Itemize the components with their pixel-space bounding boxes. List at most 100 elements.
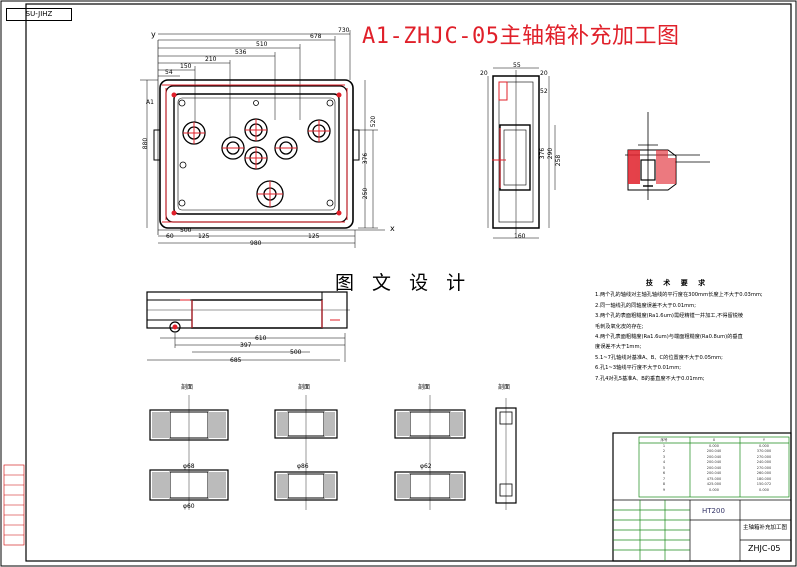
table-cell: 200.040 [706, 449, 722, 453]
dim-left-880: 880 [142, 137, 150, 150]
table-header-cell: 序号 [660, 438, 668, 442]
section-view-red-marks [172, 299, 340, 330]
x-axis-label: x [390, 224, 395, 233]
dim-top-678: 678 [310, 33, 322, 40]
dim-section-610: 610 [255, 335, 267, 342]
dim-side-160: 160 [514, 233, 526, 240]
dim-top-510: 510 [256, 41, 268, 48]
table-cell: 200.040 [706, 454, 722, 459]
dim-bottom-125a: 125 [198, 233, 210, 240]
table-cell: 9 [662, 487, 666, 492]
table-cell: 7 [662, 476, 666, 481]
tech-item: 2.同一轴线孔的同轴度误差不大于0.01mm; [595, 302, 696, 309]
dim-bottom-125b: 125 [308, 233, 320, 240]
small-section-1 [149, 395, 229, 510]
table-cell: 5 [662, 465, 666, 470]
dim-top-150: 150 [180, 63, 192, 70]
dim-side-20a: 20 [480, 70, 488, 77]
hole-table: 序号 X Y 1 0.000 0.000 2 200.040 370.000 3 200.… [639, 438, 789, 493]
table-cell: 370.000 [756, 449, 772, 453]
table-cell: 2 [662, 449, 666, 453]
side-view-red-marks [492, 81, 508, 188]
dim-side-376: 376 [539, 147, 547, 160]
table-cell: 0.000 [758, 487, 770, 492]
table-header-cell: Y [762, 438, 766, 442]
hole-dim-3: φ62 [420, 463, 432, 470]
table-cell: 200.040 [706, 460, 722, 464]
drawing-code-label: ZHJC-05 [748, 544, 781, 553]
table-cell: 180.000 [756, 476, 772, 481]
front-view-red-marks [162, 84, 348, 223]
front-view [140, 30, 385, 248]
table-row: 1 0.000 0.000 [639, 444, 789, 450]
table-cell: 425.000 [706, 482, 722, 486]
dim-right-250: 250 [362, 187, 370, 200]
table-cell: 200.040 [706, 465, 722, 470]
tech-heading: 技 术 要 求 [645, 279, 710, 287]
small-section-2 [274, 395, 338, 510]
dim-side-55: 55 [513, 62, 521, 69]
table-cell: 1 [662, 443, 666, 448]
table-row: 6 200.040 260.000 [639, 471, 789, 477]
tech-item: 6.孔1~3轴线平行度不大于0.01mm; [595, 365, 681, 372]
table-cell: 3 [662, 454, 666, 459]
table-cell: 260.000 [756, 471, 772, 475]
view-label-4: 剖面 [498, 384, 511, 391]
hole-dim-2: φ86 [297, 463, 309, 470]
detail-view [625, 112, 710, 200]
view-label-2: 剖面 [298, 384, 311, 391]
table-row: 4 200.040 240.000 [639, 460, 789, 466]
hole-table-header: 序号 X Y [639, 438, 789, 444]
dim-side-290: 290 [547, 147, 555, 160]
code-tag: SU-JIHZ [6, 8, 72, 21]
dim-bottom-500: 500 [180, 227, 192, 234]
table-cell: 475.000 [706, 476, 722, 481]
hole-dim-1: φ68 [183, 463, 195, 470]
drawing-title: A1-ZHJC-05主轴箱补充加工图 [362, 24, 680, 49]
y-axis-label: y [151, 30, 156, 39]
tech-item: 度误差不大于1mm; [595, 344, 642, 351]
material-label: HT200 [702, 507, 725, 515]
table-cell: 8 [662, 482, 666, 486]
side-view [487, 67, 556, 239]
title-block [612, 432, 792, 562]
tech-item: 5.1~7孔轴线对基准A、B、C的位置度不大于0.05mm; [595, 354, 723, 361]
table-row: 3 200.040 270.000 [639, 455, 789, 461]
dim-bottom-980: 980 [250, 240, 262, 247]
table-header-cell: X [712, 438, 716, 442]
table-cell: 0.000 [708, 487, 720, 492]
table-cell: 6 [662, 471, 666, 475]
dim-side-258: 258 [555, 154, 563, 167]
view-label-1: 剖面 [181, 384, 194, 391]
tech-item: 毛刺及氧化皮的存在; [595, 323, 644, 330]
dim-right-520: 520 [370, 115, 378, 128]
table-cell: 4 [662, 460, 666, 464]
dim-section-685: 685 [230, 357, 242, 364]
table-row: 7 475.000 180.000 [639, 477, 789, 483]
view-label-3: 剖面 [418, 384, 431, 391]
tech-item: 7.孔4对孔5基准A、B的垂直度不大于0.01mm; [595, 375, 705, 382]
table-row: 2 200.040 370.000 [639, 449, 789, 455]
dim-bottom-60: 60 [166, 233, 174, 240]
table-row: 9 0.000 0.000 [639, 488, 789, 494]
table-cell: 270.000 [756, 454, 772, 459]
dim-side-20b: 20 [540, 70, 548, 77]
tech-item: 4.两个孔表面粗糙度(Ra1.6um)与端面粗糙度(Ra0.8um)的垂直 [595, 334, 743, 341]
table-cell: 240.000 [756, 460, 772, 464]
table-cell: 200.040 [706, 471, 722, 475]
dim-side-52: 52 [540, 88, 548, 95]
dim-section-500: 500 [290, 349, 302, 356]
tech-requirements: 技 术 要 求 1.两个孔的轴线对主轴孔轴线的平行度在300mm长度上不大于0.… [595, 278, 797, 384]
dim-section-397: 397 [240, 342, 252, 349]
part-name-label: 主轴箱补充加工图 [743, 525, 788, 531]
table-cell: 0.000 [708, 443, 720, 448]
tech-item: 1.两个孔的轴线对主轴孔轴线的平行度在300mm长度上不大于0.03mm; [595, 292, 763, 299]
watermark-text: 图 文 设 计 [335, 272, 472, 294]
dim-top-210: 210 [205, 56, 217, 63]
table-cell: 0.000 [758, 443, 770, 448]
